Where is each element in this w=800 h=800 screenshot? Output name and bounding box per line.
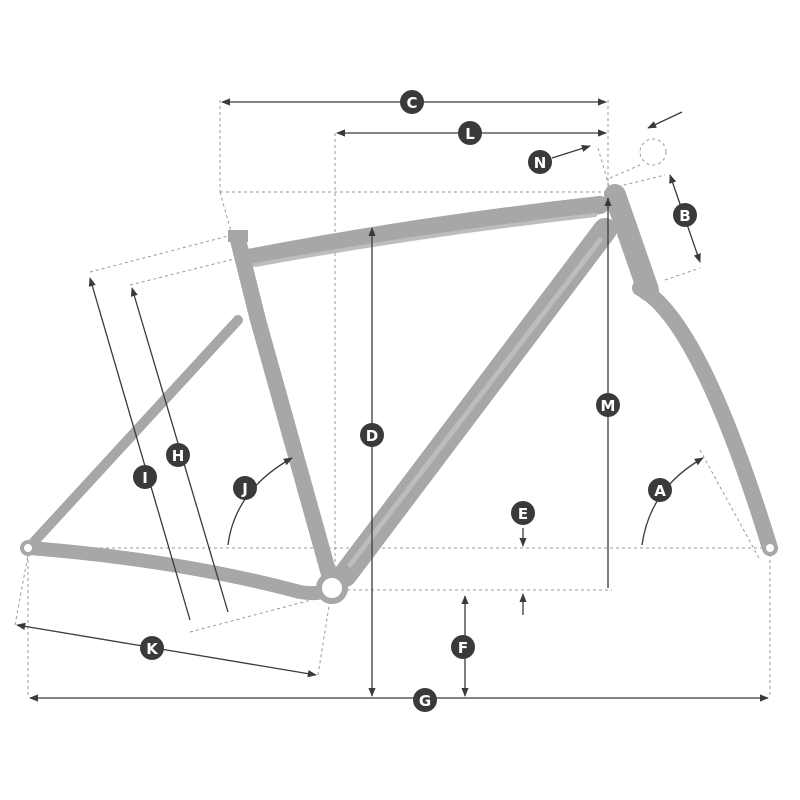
svg-text:J: J xyxy=(241,480,248,498)
svg-text:G: G xyxy=(419,692,431,710)
label-K: K xyxy=(140,636,164,660)
svg-text:F: F xyxy=(458,639,468,657)
label-E: E xyxy=(511,501,535,525)
reference-lines xyxy=(14,100,771,698)
svg-text:A: A xyxy=(654,482,666,500)
svg-text:M: M xyxy=(601,397,616,415)
svg-text:K: K xyxy=(146,640,159,658)
label-G: G xyxy=(413,688,437,712)
label-L: L xyxy=(458,121,482,145)
label-H: H xyxy=(166,443,190,467)
svg-text:N: N xyxy=(534,154,547,172)
svg-text:D: D xyxy=(366,427,378,445)
label-D: D xyxy=(360,423,384,447)
svg-text:H: H xyxy=(172,447,185,465)
label-A: A xyxy=(648,478,672,502)
seatpost-clamp xyxy=(228,230,248,242)
label-B: B xyxy=(673,203,697,227)
svg-text:B: B xyxy=(679,207,690,225)
fork-dropout xyxy=(762,540,778,556)
rear-dropout xyxy=(20,540,36,556)
svg-text:L: L xyxy=(465,125,475,143)
label-J: J xyxy=(233,476,257,500)
svg-text:I: I xyxy=(142,469,148,487)
dimension-lines xyxy=(16,98,769,702)
bottom-bracket xyxy=(316,572,348,604)
label-C: C xyxy=(400,90,424,114)
label-M: M xyxy=(596,393,620,417)
bike-frame xyxy=(20,184,778,604)
label-I: I xyxy=(133,465,157,489)
label-N: N xyxy=(528,150,552,174)
svg-text:C: C xyxy=(406,94,417,112)
label-F: F xyxy=(451,635,475,659)
svg-text:E: E xyxy=(518,505,528,523)
